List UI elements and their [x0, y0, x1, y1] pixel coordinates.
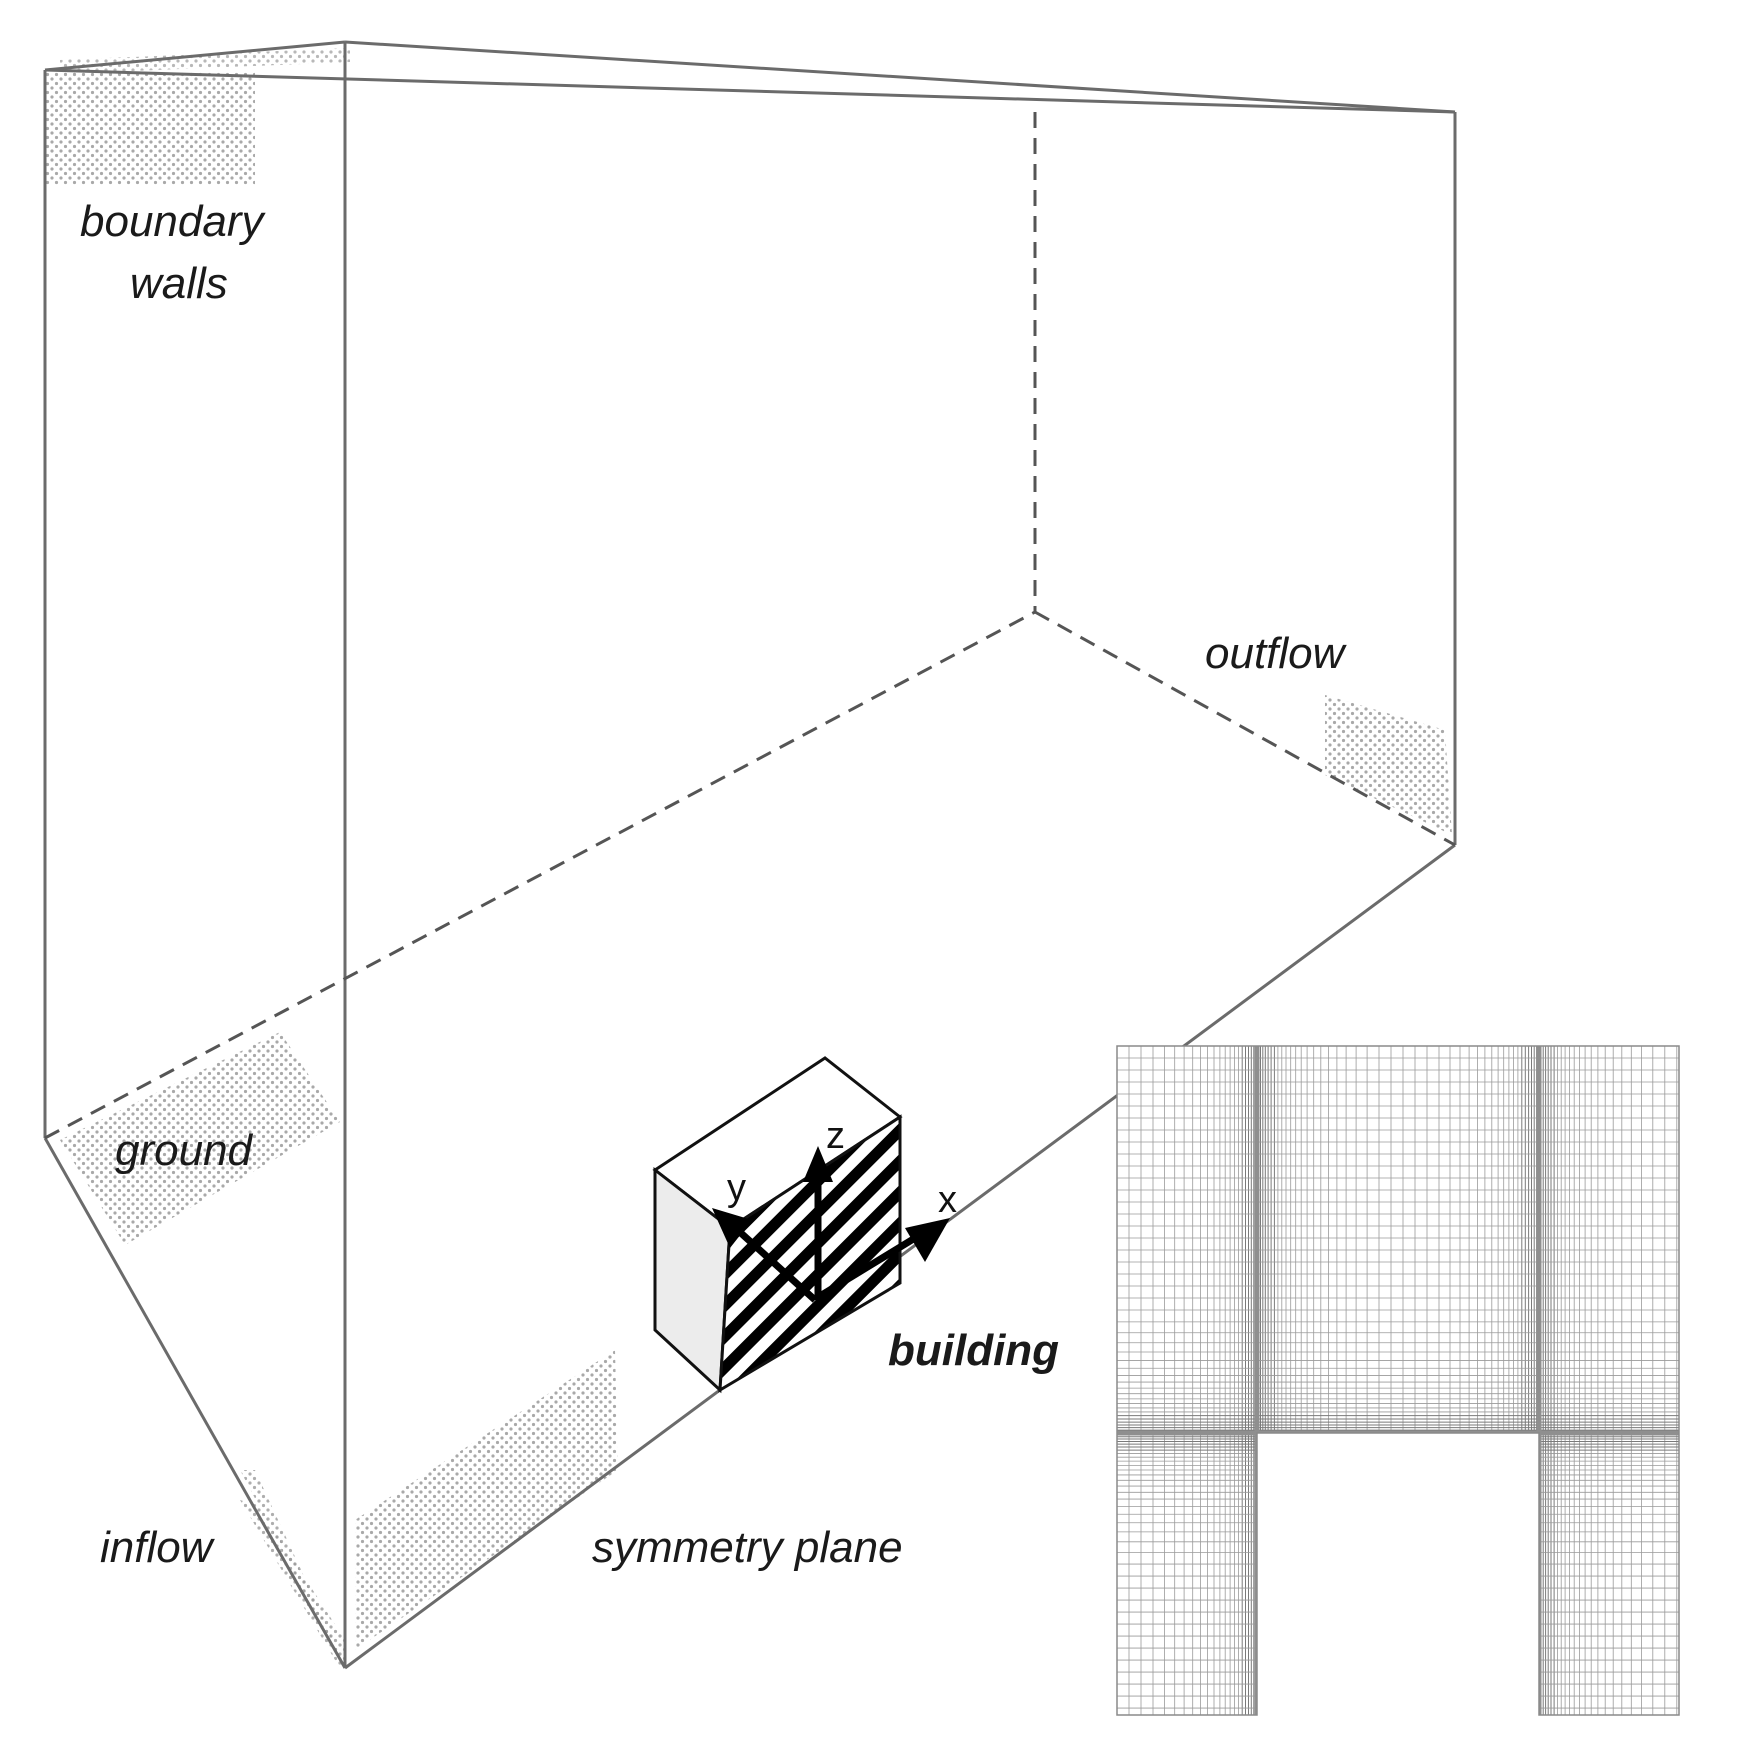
mesh-outline: [1116, 1045, 1680, 1716]
edge-top-long-2: [44, 68, 1456, 114]
domain-hidden-edges: [44, 112, 1456, 1140]
mesh-background: [1117, 1046, 1679, 1715]
coordinate-axes: x y z: [712, 1115, 957, 1303]
edge-top-long-1: [344, 40, 1456, 114]
hidden-edge-outflow-bottom: [1034, 610, 1456, 847]
y-axis-arrowhead: [712, 1208, 752, 1248]
building-block: x y z: [652, 1056, 957, 1394]
hidden-edge-ground-back: [44, 610, 1036, 1140]
x-axis-arrowhead: [905, 1218, 950, 1262]
stipple-outflow: [1325, 695, 1452, 835]
label-inflow: inflow: [100, 1523, 216, 1572]
edge-top-back: [44, 40, 346, 72]
label-symmetry-plane: symmetry plane: [592, 1523, 903, 1572]
edge-inflow-bottom: [43, 1137, 347, 1669]
label-boundary-walls-line1: boundary: [80, 197, 266, 246]
stipple-ground: [60, 1032, 340, 1245]
stipple-top-left: [46, 72, 255, 185]
boundary-labels: boundary walls outflow ground building i…: [80, 197, 1348, 1572]
y-axis-arrow-line: [729, 1222, 818, 1303]
z-axis-arrowhead: [803, 1146, 833, 1182]
z-axis-label: z: [826, 1115, 845, 1157]
building-front-face: [718, 1114, 902, 1393]
x-axis-arrow-line: [818, 1235, 917, 1299]
label-ground: ground: [115, 1126, 254, 1175]
label-building: building: [888, 1326, 1059, 1375]
label-outflow: outflow: [1205, 629, 1348, 678]
y-axis-label: y: [727, 1167, 746, 1209]
domain-frame: [43, 40, 1457, 1670]
stipple-top-edge: [60, 48, 350, 74]
x-axis-label: x: [938, 1179, 957, 1221]
stipple-symmetry: [355, 1350, 618, 1650]
label-boundary-walls-line2: walls: [130, 259, 228, 308]
mesh-inset: [1117, 1046, 1679, 1715]
